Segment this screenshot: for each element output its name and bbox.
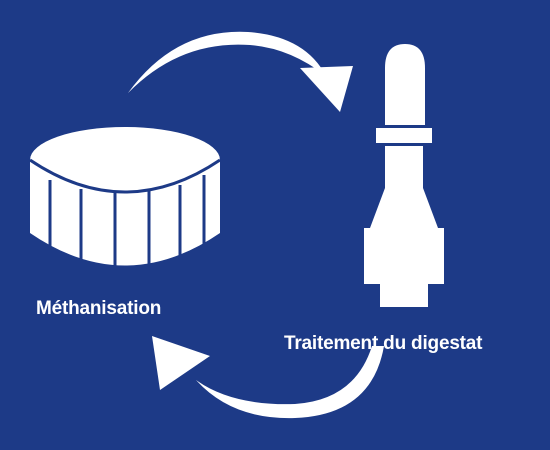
separator-column-icon [364,44,444,307]
methanisation-label: Méthanisation [36,298,162,319]
digestate-treatment-label: Traitement du digestat [284,333,483,354]
cylindrical-tank-icon [29,127,221,266]
curved-arrow-right-icon [128,31,353,112]
curved-arrow-left-icon [152,336,384,419]
